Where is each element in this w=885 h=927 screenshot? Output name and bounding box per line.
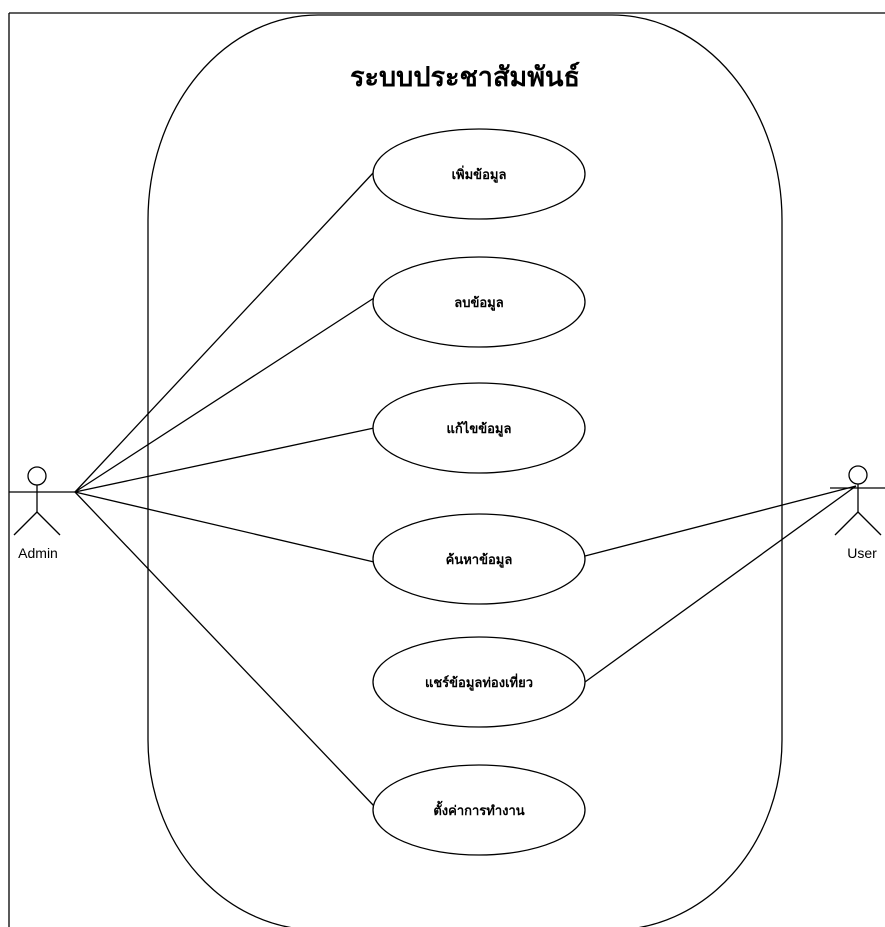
association-admin-search bbox=[74, 491, 375, 563]
actor-admin-head bbox=[27, 466, 47, 486]
actor-user-figure-icon bbox=[830, 465, 885, 536]
association-user-search bbox=[584, 485, 857, 557]
association-admin-delete bbox=[74, 297, 375, 493]
actor-user-left-leg bbox=[834, 511, 859, 536]
use-case-settings-label: ตั้งค่าการทำงาน bbox=[433, 800, 524, 819]
actor-admin-label: Admin bbox=[18, 545, 58, 561]
use-case-delete[interactable]: ลบข้อมูล bbox=[372, 256, 586, 348]
actor-user-label: User bbox=[847, 545, 877, 561]
use-case-settings-ellipse bbox=[372, 764, 586, 856]
association-lines bbox=[74, 171, 857, 807]
actor-admin-right-leg bbox=[36, 511, 61, 536]
use-case-add-label: เพิ่มข้อมูล bbox=[452, 165, 507, 183]
actor-user[interactable]: User bbox=[830, 465, 885, 561]
actor-admin-left-leg bbox=[13, 511, 38, 536]
use-case-share-ellipse bbox=[372, 636, 586, 728]
actor-user-right-leg bbox=[857, 511, 882, 536]
actor-admin-figure-icon bbox=[9, 466, 75, 536]
use-case-edit-label: แก้ไขข้อมูล bbox=[447, 420, 512, 437]
use-case-settings[interactable]: ตั้งค่าการทำงาน bbox=[372, 764, 586, 856]
use-case-search-label: ค้นหาข้อมูล bbox=[446, 552, 513, 568]
association-user-share bbox=[584, 485, 857, 683]
use-case-add-ellipse bbox=[372, 128, 586, 220]
association-admin-edit bbox=[74, 427, 375, 493]
association-admin-add bbox=[74, 171, 375, 493]
use-case-share-label: แชร์ข้อมูลท่องเที่ยว bbox=[425, 673, 533, 691]
actor-admin[interactable]: Admin bbox=[9, 466, 75, 561]
use-case-search-ellipse bbox=[372, 513, 586, 605]
use-case-search[interactable]: ค้นหาข้อมูล bbox=[372, 513, 586, 605]
system-boundary bbox=[147, 14, 783, 927]
actor-user-head bbox=[848, 465, 868, 485]
association-admin-settings bbox=[74, 491, 375, 807]
use-case-edit-ellipse bbox=[372, 382, 586, 474]
use-case-share[interactable]: แชร์ข้อมูลท่องเที่ยว bbox=[372, 636, 586, 728]
use-case-delete-ellipse bbox=[372, 256, 586, 348]
use-case-delete-label: ลบข้อมูล bbox=[454, 295, 503, 311]
system-title: ระบบประชาสัมพันธ์ bbox=[350, 61, 580, 93]
use-case-edit[interactable]: แก้ไขข้อมูล bbox=[372, 382, 586, 474]
use-case-add[interactable]: เพิ่มข้อมูล bbox=[372, 128, 586, 220]
